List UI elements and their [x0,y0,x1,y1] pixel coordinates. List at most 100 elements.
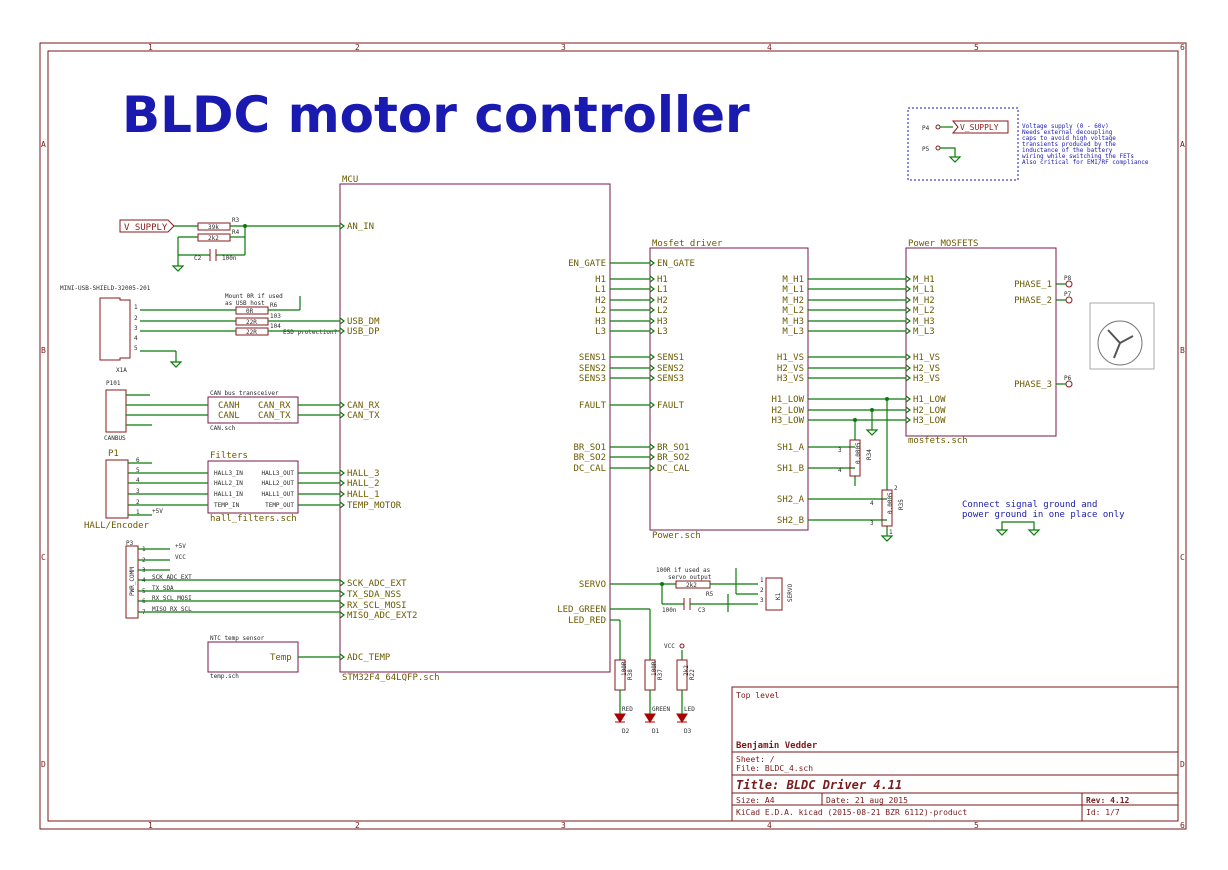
filter-in-pin: HALL3_IN [214,470,243,477]
mcu-right-pin: L1 [595,285,606,295]
mosfets-left-pins: M_H1M_L1M_H2M_L2M_H3M_L3H1_VSH2_VSH3_VSH… [905,275,946,426]
border-col-label: 3 [561,821,566,830]
driver-right-pin: H1_LOW [771,395,804,405]
p1-pin-number: 4 [136,477,140,484]
border-row-label: B [41,346,46,355]
junction [885,397,889,401]
mcu-right-pin: FAULT [579,401,607,411]
driver-left-pin: H1 [657,275,668,285]
p3-signal-label: RX_SCL_MOSI [152,595,192,602]
phase-terminal [1065,280,1073,288]
tb-sheet-name: Top level [736,691,780,700]
mcu-pin-arrow [339,579,345,587]
mosfet-pin-arrow [905,285,911,293]
mcu-right-pin: SENS1 [579,353,606,363]
mcu-pin-arrow [339,411,345,419]
temp-pin: Temp [270,653,292,663]
mosfet-left-pin: M_L3 [913,327,935,337]
mcu-left-pin: SCK_ADC_EXT [347,579,407,589]
driver-right-pin: M_L1 [782,285,804,295]
driver-pin-arrow [649,374,655,382]
r4-value: 2k2 [208,235,219,242]
filters-title: Filters [210,451,248,461]
driver-left-pin: BR_SO2 [657,453,690,463]
mosfet-right-pin: PHASE_2 [1014,296,1052,306]
r38-value: 100R [621,661,628,676]
supply-note-line: Needs external decoupling [1022,129,1113,136]
tb-date: Date: 21 aug 2015 [826,796,908,805]
r3-value: 39k [208,224,219,231]
tb-title: Title: BLDC Driver 4.11 [736,778,902,792]
v-supply-label: V_SUPPLY [960,123,999,132]
led-vcc: VCC [664,643,675,650]
border-col-label: 5 [974,43,979,52]
tb-author: Benjamin Vedder [736,740,818,751]
mosfet-left-pin: H1_LOW [913,395,946,405]
tb-rev: Rev: 4.12 [1086,796,1130,805]
usb-ref: X1A [116,367,127,374]
p1-pin-number: 3 [136,488,140,495]
border-col-label: 2 [355,43,360,52]
mcu-block: MCU STM32F4_64LQFP.sch AN_INUSB_DMUSB_DP… [339,175,611,683]
driver-right-pin: M_H2 [782,296,804,306]
border-row-label: B [1180,346,1185,355]
driver-right-pin: SH2_A [777,495,805,505]
usb-pin-number: 1 [134,304,138,311]
mcu-left-pin: TEMP_MOTOR [347,501,402,511]
driver-block: Mosfet driver Power.sch EN_GATEH1L1H2L2H… [649,239,809,541]
usb-pin-number: 2 [134,315,138,322]
driver-pin-arrow [649,353,655,361]
driver-left-pin: BR_SO1 [657,443,690,453]
d2-color: RED [622,706,633,713]
r5-ref: R5 [706,591,714,598]
driver-pin-arrow [649,443,655,451]
k1-pin: 3 [760,597,764,604]
mcu-right-pin: EN_GATE [568,259,606,269]
border-row-label: C [1180,553,1185,562]
driver-pin-arrow [649,464,655,472]
can-tx: CAN_TX [258,411,291,421]
mosfet-left-pin: H2_VS [913,364,940,374]
p3-signal-label: SCK_ADC_EXT [152,574,192,581]
r35-ref: R35 [898,499,905,510]
filter-in-pin: HALL1_IN [214,491,243,498]
ground-note: Connect signal ground and power ground i… [962,500,1125,536]
p101-ref: P101 [106,380,121,387]
p3-signal-label: VCC [175,554,186,561]
servo-note-2: servo output [668,574,712,581]
mcu-right-pin: BR_SO1 [573,443,606,453]
border-row-label: A [41,140,46,149]
driver-left-pins: EN_GATEH1L1H2L2H3L3SENS1SENS2SENS3FAULTB… [649,259,695,474]
border-row-label: A [1180,140,1185,149]
mcu-pin-arrow [339,590,345,598]
mcu-left-pin: USB_DP [347,327,380,337]
p3-signal-label: MISO_RX_SCL [152,606,192,613]
border-col-label: 1 [148,43,153,52]
inter-wires [610,262,906,542]
driver-pin-arrow [649,259,655,267]
mosfet-left-pin: H3_LOW [913,416,946,426]
driver-right-pins: M_H1M_L1M_H2M_L2M_H3M_L3H1_VSH2_VSH3_VSH… [771,275,804,526]
tb-tool: KiCad E.D.A. kicad (2015-08-21 BZR 6112)… [736,808,967,817]
c3-ref: C3 [698,607,706,614]
driver-left-pin: L1 [657,285,668,295]
filter-in-pin: TEMP_IN [214,502,240,509]
led-circuit: R38 100R R37 100R VCC R22 2k2 RED GREEN … [610,608,696,735]
mcu-right-pin: SENS2 [579,364,606,374]
driver-pin-arrow [649,364,655,372]
mosfet-left-pin: H2_LOW [913,406,946,416]
supply-note-line: transients produced by the [1022,141,1116,148]
mcu-right-pins: EN_GATEH1L1H2L2H3L3SENS1SENS2SENS3FAULTB… [557,259,606,626]
driver-right-pin: SH1_A [777,443,805,453]
tb-id: Id: 1/7 [1086,808,1120,817]
p1-pin-number: 6 [136,457,140,464]
can-canl: CANL [218,411,240,421]
phase-ref: P8 [1064,275,1072,282]
mosfet-left-pin: H3_VS [913,374,940,384]
filter-in-pin: HALL2_IN [214,480,243,487]
driver-left-pin: SENS1 [657,353,684,363]
mcu-left-pin: AN_IN [347,222,374,232]
